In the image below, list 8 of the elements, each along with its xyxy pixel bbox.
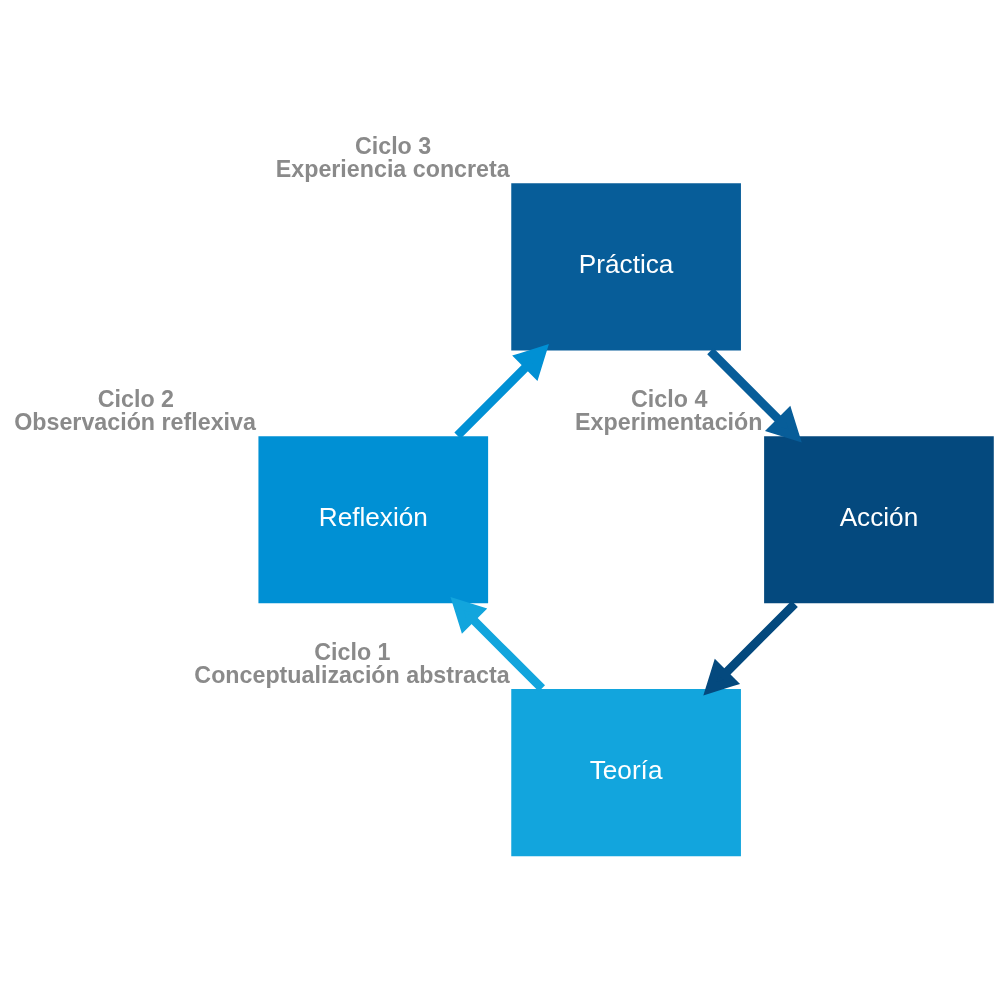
arrow [454, 343, 549, 439]
arrow [450, 596, 545, 691]
node-box: Acción [764, 435, 994, 603]
node-box: Reflexión [258, 435, 489, 603]
arrow [703, 600, 798, 695]
node-box: Práctica [511, 182, 741, 350]
node-box: Teoría [511, 688, 741, 856]
arrow [707, 347, 802, 443]
